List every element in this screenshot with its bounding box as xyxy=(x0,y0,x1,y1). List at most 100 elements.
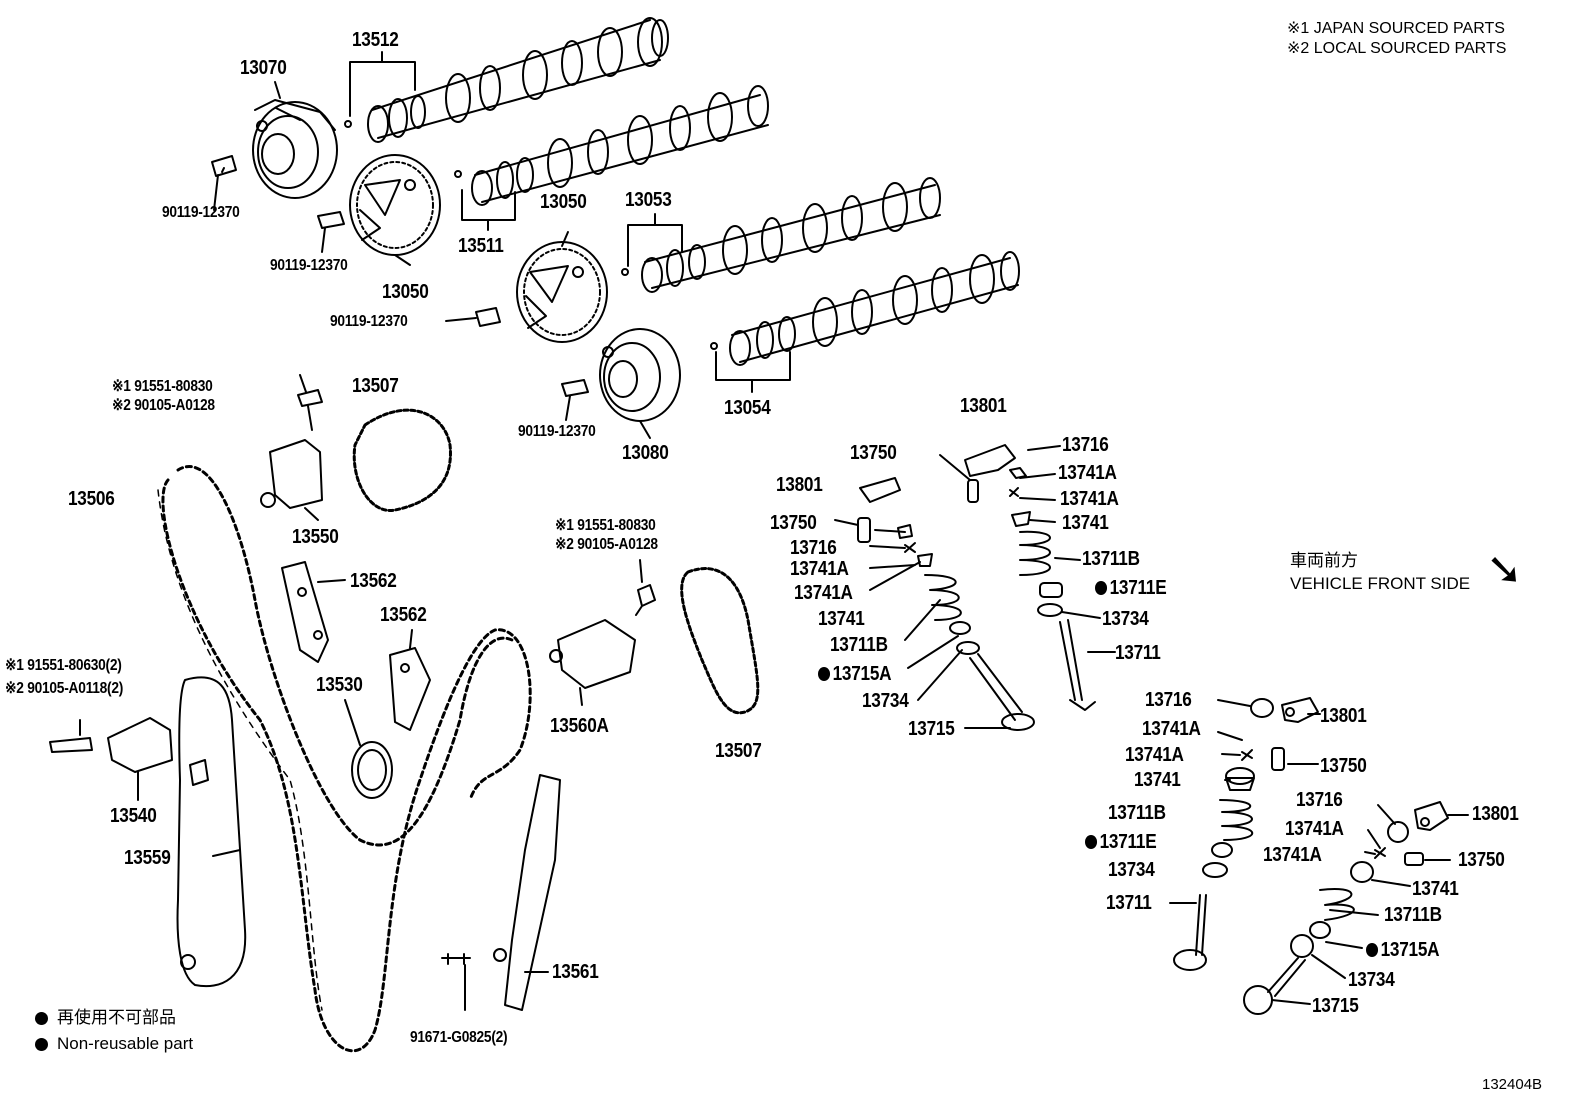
label-90105-A0128[interactable]: ※2 90105-A0128 xyxy=(555,536,658,553)
valve-group-2 xyxy=(834,477,1035,731)
label-90119-12370[interactable]: 90119-12370 xyxy=(518,423,596,440)
label-13801[interactable]: 13801 xyxy=(1472,803,1519,825)
label-13562[interactable]: 13562 xyxy=(380,604,427,626)
label-13734[interactable]: 13734 xyxy=(1348,969,1395,991)
label-13734[interactable]: 13734 xyxy=(862,690,909,712)
label-13801[interactable]: 13801 xyxy=(960,395,1007,417)
label-13512[interactable]: 13512 xyxy=(352,29,399,51)
valve-group-1 xyxy=(939,444,1116,711)
label-90119-12370[interactable]: 90119-12370 xyxy=(162,204,240,221)
label-13715A[interactable]: 13715A xyxy=(1366,940,1440,960)
legend-dot-icon xyxy=(35,1038,48,1051)
label-13741A[interactable]: 13741A xyxy=(1125,744,1184,766)
label-13741[interactable]: 13741 xyxy=(818,608,865,630)
label-13050[interactable]: 13050 xyxy=(382,281,429,303)
label-13711E-text: 13711E xyxy=(1109,577,1167,599)
label-13559[interactable]: 13559 xyxy=(124,847,171,869)
label-13711B[interactable]: 13711B xyxy=(1108,802,1166,824)
tensioner-13560A xyxy=(549,584,656,706)
tensioner-13550 xyxy=(260,389,323,521)
label-13716[interactable]: 13716 xyxy=(1145,689,1192,711)
guide-13559 xyxy=(176,676,247,988)
label-13741[interactable]: 13741 xyxy=(1412,878,1459,900)
label-90105-A0128[interactable]: ※2 90105-A0128 xyxy=(112,397,215,414)
label-13080[interactable]: 13080 xyxy=(622,442,669,464)
label-13750[interactable]: 13750 xyxy=(770,512,817,534)
label-13506[interactable]: 13506 xyxy=(68,488,115,510)
label-90105-A0118[interactable]: ※2 90105-A0118(2) xyxy=(5,680,124,697)
label-13741A[interactable]: 13741A xyxy=(794,582,853,604)
label-13507[interactable]: 13507 xyxy=(352,375,399,397)
label-13715A[interactable]: 13715A xyxy=(818,663,892,685)
label-13716[interactable]: 13716 xyxy=(1062,434,1109,456)
label-91551-80830[interactable]: ※1 91551-80830 xyxy=(555,517,656,534)
label-13750[interactable]: 13750 xyxy=(850,442,897,464)
valve-group-4 xyxy=(1243,801,1469,1015)
label-13054[interactable]: 13054 xyxy=(724,397,771,419)
guide-13562-b xyxy=(389,629,431,731)
non-reusable-dot xyxy=(1366,943,1379,957)
bolt-90119-c xyxy=(445,307,501,327)
label-13734[interactable]: 13734 xyxy=(1108,859,1155,881)
label-90119-12370[interactable]: 90119-12370 xyxy=(330,313,408,330)
label-13741A[interactable]: 13741A xyxy=(1058,462,1117,484)
label-13741A[interactable]: 13741A xyxy=(1285,818,1344,840)
label-13711B[interactable]: 13711B xyxy=(1082,548,1140,570)
label-13715[interactable]: 13715 xyxy=(908,718,955,740)
front-direction-arrow-icon: ➘ xyxy=(1486,545,1523,594)
label-13560A[interactable]: 13560A xyxy=(550,715,609,737)
vehicle-front-en: VEHICLE FRONT SIDE xyxy=(1290,574,1471,593)
label-13750[interactable]: 13750 xyxy=(1320,755,1367,777)
label-13741[interactable]: 13741 xyxy=(1062,512,1109,534)
label-91551-80630[interactable]: ※1 91551-80630(2) xyxy=(5,657,122,674)
label-13801[interactable]: 13801 xyxy=(1320,705,1367,727)
label-13711[interactable]: 13711 xyxy=(1106,892,1152,914)
label-13741[interactable]: 13741 xyxy=(1134,769,1181,791)
timing-chain-13506 xyxy=(157,465,532,1053)
label-13715A-text: 13715A xyxy=(832,663,892,685)
bolt-90119-d xyxy=(561,379,589,421)
label-13530[interactable]: 13530 xyxy=(316,674,363,696)
label-13741A[interactable]: 13741A xyxy=(790,558,849,580)
label-13070[interactable]: 13070 xyxy=(240,57,287,79)
label-13741A[interactable]: 13741A xyxy=(1060,488,1119,510)
label-13741A[interactable]: 13741A xyxy=(1142,718,1201,740)
non-reusable-dot xyxy=(1095,581,1108,595)
label-13711E[interactable]: 13711E xyxy=(1085,831,1157,853)
label-13716[interactable]: 13716 xyxy=(1296,789,1343,811)
non-reusable-dot xyxy=(1085,835,1098,849)
label-13550[interactable]: 13550 xyxy=(292,526,339,548)
label-13801[interactable]: 13801 xyxy=(776,474,823,496)
bolt-90119-a xyxy=(211,155,237,211)
label-91671-G0825[interactable]: 91671-G0825(2) xyxy=(410,1029,508,1046)
note-japan-sourced: ※1 JAPAN SOURCED PARTS xyxy=(1287,20,1505,37)
label-13050[interactable]: 13050 xyxy=(540,191,587,213)
label-13734[interactable]: 13734 xyxy=(1102,608,1149,630)
label-90119-12370[interactable]: 90119-12370 xyxy=(270,257,348,274)
label-13711B[interactable]: 13711B xyxy=(1384,904,1442,926)
label-13561[interactable]: 13561 xyxy=(552,961,599,983)
camshaft-13511 xyxy=(454,85,769,206)
legend-jp: 再使用不可部品 xyxy=(57,1008,176,1027)
camshaft-13512 xyxy=(344,17,669,143)
label-13711E-text: 13711E xyxy=(1099,831,1157,853)
valve-group-3 xyxy=(1169,697,1321,971)
label-13540[interactable]: 13540 xyxy=(110,805,157,827)
label-13711[interactable]: 13711 xyxy=(1115,642,1161,664)
label-91551-80830[interactable]: ※1 91551-80830 xyxy=(112,378,213,395)
label-13711E[interactable]: 13711E xyxy=(1095,577,1167,599)
label-13750[interactable]: 13750 xyxy=(1458,849,1505,871)
label-13715[interactable]: 13715 xyxy=(1312,995,1359,1017)
vvt-13080 xyxy=(599,328,681,439)
label-13716[interactable]: 13716 xyxy=(790,537,837,559)
label-13562[interactable]: 13562 xyxy=(350,570,397,592)
label-13507[interactable]: 13507 xyxy=(715,740,762,762)
label-13511[interactable]: 13511 xyxy=(458,235,504,257)
label-13741A[interactable]: 13741A xyxy=(1263,844,1322,866)
label-13711B[interactable]: 13711B xyxy=(830,634,888,656)
bolt-90119-b xyxy=(317,211,345,253)
tensioner-13540 xyxy=(49,717,173,801)
label-13053[interactable]: 13053 xyxy=(625,189,672,211)
